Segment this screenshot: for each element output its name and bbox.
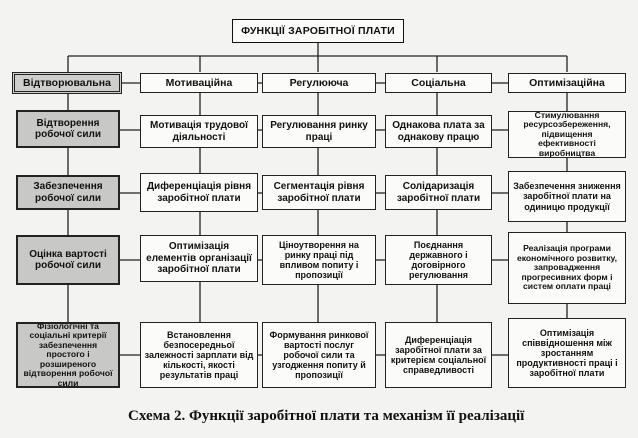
cell-reproductive-3: Оцінка вартості робочої сили (16, 235, 120, 285)
cell-optimization-4: Оптимізація співвідношення між зростання… (508, 318, 626, 388)
cell-reproductive-1: Відтворення робочої сили (16, 110, 120, 148)
cell-regulating-3: Ціноутворення на ринку праці під впливом… (262, 235, 376, 285)
cell-reproductive-2: Забезпечення робочої сили (16, 175, 120, 210)
column-header-social: Соціальна (385, 73, 492, 93)
cell-motivational-2: Диференціація рівня заробітної плати (140, 173, 258, 212)
cell-reproductive-4: Фізіологічні та соціальні критерії забез… (16, 322, 120, 388)
cell-social-1: Однакова плата за однакову працю (385, 115, 492, 148)
cell-motivational-3: Оптимізація елементів організації заробі… (140, 235, 258, 282)
column-header-motivational: Мотиваційна (140, 73, 258, 93)
cell-social-4: Диференціація заробітної плати за критер… (385, 322, 492, 388)
column-header-reproductive: Відтворювальна (12, 72, 122, 94)
cell-optimization-1: Стимулювання ресурсозбереження, підвищен… (508, 111, 626, 158)
cell-optimization-2: Забезпечення зниження заробітної плати н… (508, 171, 626, 222)
diagram-title: ФУНКЦІЇ ЗАРОБІТНОЇ ПЛАТИ (232, 19, 404, 43)
column-header-optimization: Оптимізаційна (508, 73, 626, 93)
column-header-regulating: Регулююча (262, 73, 376, 93)
cell-regulating-2: Сегментація рівня заробітної плати (262, 175, 376, 210)
cell-motivational-4: Встановлення безпосередньої залежності з… (140, 322, 258, 388)
cell-social-2: Солідаризація заробітної плати (385, 175, 492, 210)
cell-optimization-3: Реалізація програми економічного розвитк… (508, 232, 626, 304)
diagram-caption: Схема 2. Функції заробітної плати та мех… (128, 408, 525, 424)
cell-motivational-1: Мотивація трудової діяльності (140, 115, 258, 148)
cell-regulating-1: Регулювання ринку праці (262, 115, 376, 148)
cell-regulating-4: Формування ринкової вартості послуг робо… (262, 322, 376, 388)
cell-social-3: Поєднання державного і договірного регул… (385, 235, 492, 285)
